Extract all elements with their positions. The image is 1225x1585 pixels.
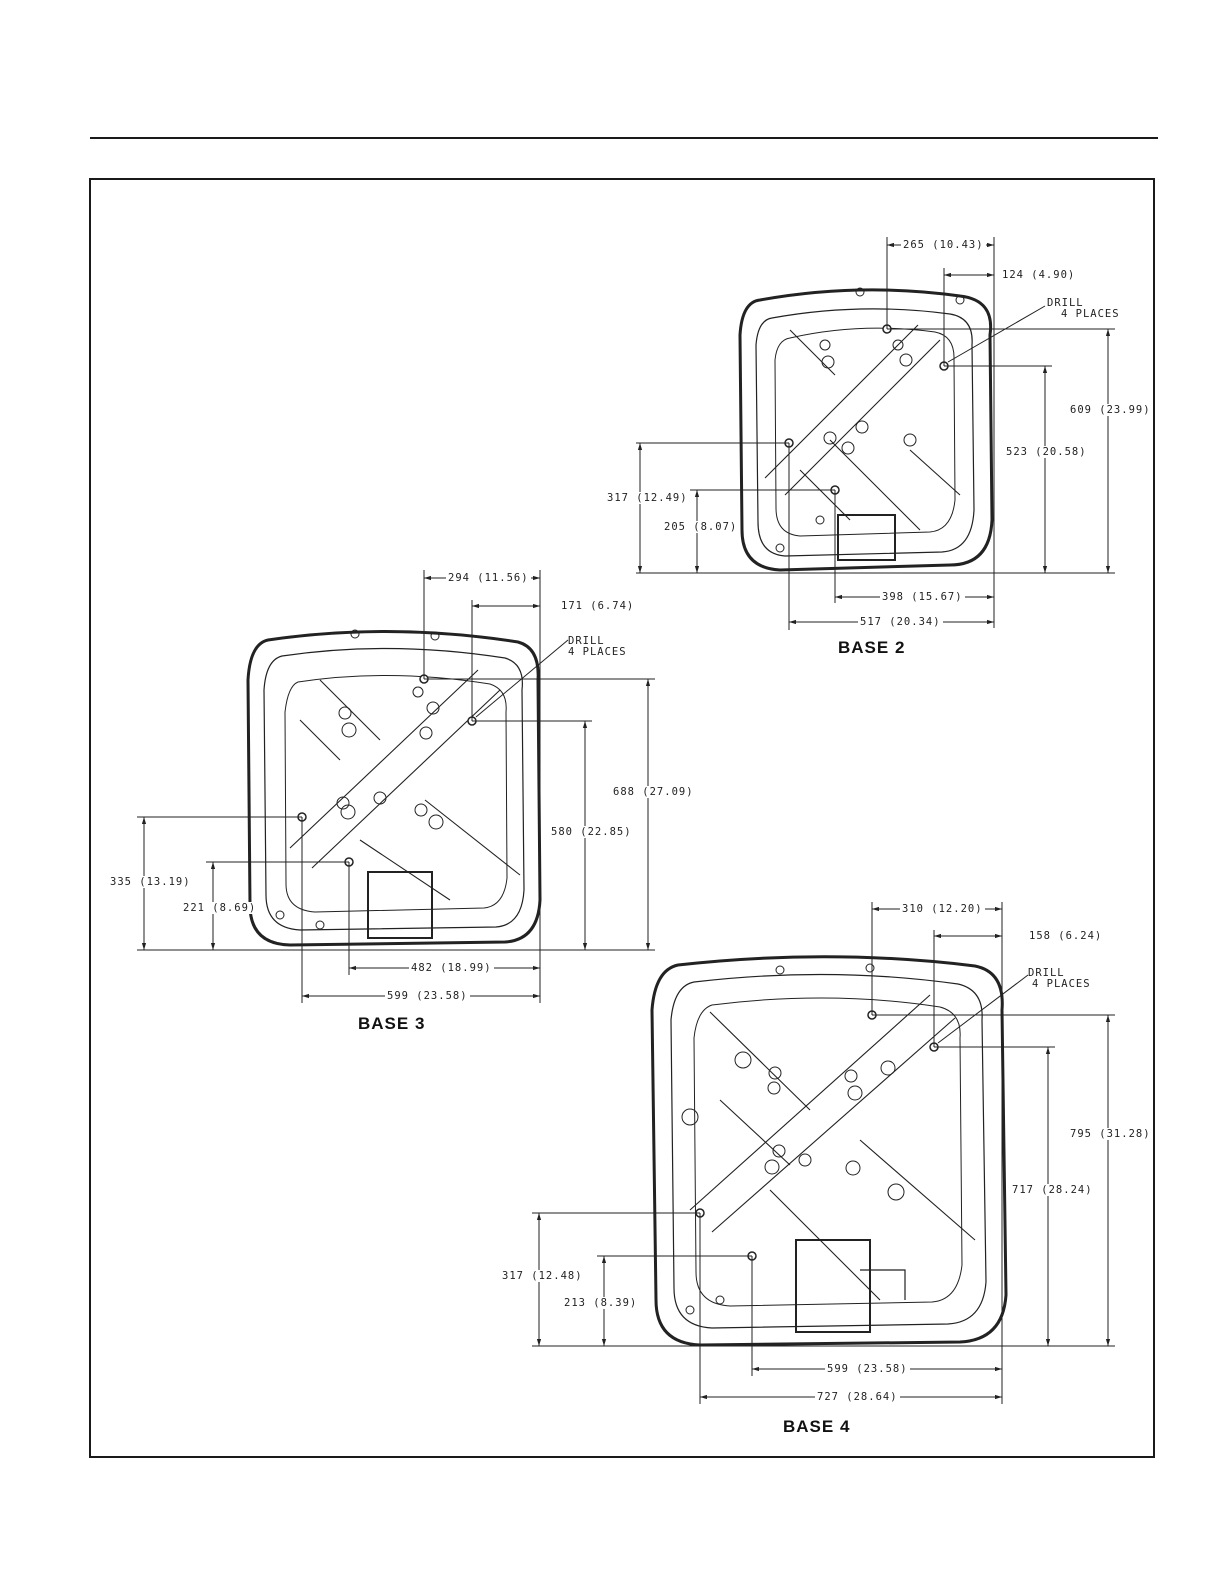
- base2-dim-bottom-a: 398 (15.67): [880, 591, 965, 603]
- base4-drill-line2: 4 PLACES: [1032, 978, 1091, 990]
- base2-drill-note: DRILL 4 PLACES: [1047, 298, 1120, 320]
- base3-dim-right-a: 688 (27.09): [611, 786, 696, 798]
- base2-dim-right-b: 523 (20.58): [1004, 446, 1089, 458]
- base2-dim-top-b: 124 (4.90): [1000, 269, 1078, 281]
- base3-dim-left-b: 221 (8.69): [181, 902, 259, 914]
- base4-dim-left-b: 213 (8.39): [562, 1297, 640, 1309]
- base3-dim-bottom-b: 599 (23.58): [385, 990, 470, 1002]
- base2-dim-left-a: 317 (12.49): [605, 492, 690, 504]
- base4-plan: [650, 955, 1008, 1347]
- base3-dim-left-a: 335 (13.19): [108, 876, 193, 888]
- base2-dimensions: [636, 237, 1115, 630]
- base3-caption: BASE 3: [358, 1014, 426, 1033]
- base4-dim-right-b: 717 (28.24): [1010, 1184, 1095, 1196]
- header-rule: [90, 137, 1158, 139]
- base2-dim-right-a: 609 (23.99): [1068, 404, 1153, 416]
- base3-drill-line1: DRILL: [568, 635, 605, 647]
- base2-plan: [738, 287, 994, 572]
- base4-dim-bottom-b: 727 (28.64): [815, 1391, 900, 1403]
- base3-dim-bottom-a: 482 (18.99): [409, 962, 494, 974]
- base4-dim-left-a: 317 (12.48): [500, 1270, 585, 1282]
- base2-dim-bottom-b: 517 (20.34): [858, 616, 943, 628]
- base4-dim-top-a: 310 (12.20): [900, 903, 985, 915]
- base3-dim-top-b: 171 (6.74): [559, 600, 637, 612]
- base2-dim-left-b: 205 (8.07): [662, 521, 740, 533]
- base3-plan: [246, 629, 542, 947]
- drawing-frame: [89, 178, 1155, 1458]
- base4-drill-note: DRILL 4 PLACES: [1028, 968, 1091, 990]
- base2-dim-top-a: 265 (10.43): [901, 239, 986, 251]
- base3-drill-line2: 4 PLACES: [568, 646, 627, 658]
- base3-dim-right-b: 580 (22.85): [549, 826, 634, 838]
- base2-drill-line1: DRILL: [1047, 297, 1084, 309]
- base3-dim-top-a: 294 (11.56): [446, 572, 531, 584]
- base3-drill-note: DRILL 4 PLACES: [568, 636, 627, 658]
- base2-caption: BASE 2: [838, 638, 906, 657]
- base4-dim-top-b: 158 (6.24): [1027, 930, 1105, 942]
- base4-dim-bottom-a: 599 (23.58): [825, 1363, 910, 1375]
- base2-drill-line2: 4 PLACES: [1061, 308, 1120, 320]
- base4-drill-line1: DRILL: [1028, 967, 1065, 979]
- base4-caption: BASE 4: [783, 1417, 851, 1436]
- base4-dim-right-a: 795 (31.28): [1068, 1128, 1153, 1140]
